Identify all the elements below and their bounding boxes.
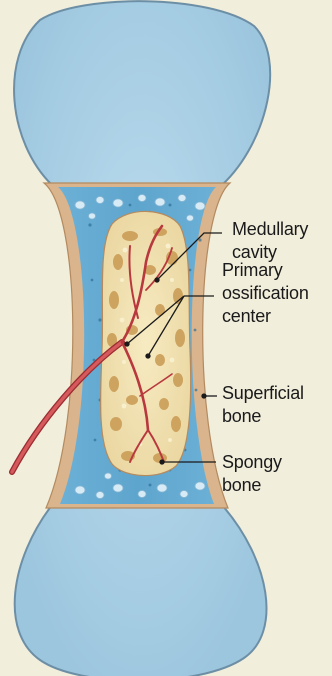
leader-spongy-dot [160, 460, 164, 464]
leader-primary-dot-b [146, 354, 150, 358]
label-line: bone [222, 405, 304, 428]
leader-superficial-dot [202, 394, 206, 398]
label-line: center [222, 305, 309, 328]
leader-medullary-dot [155, 278, 159, 282]
label-line: Medullary [232, 218, 308, 241]
label-line: ossification [222, 282, 309, 305]
label-superficial-bone: Superficial bone [222, 382, 304, 428]
label-spongy-bone: Spongy bone [222, 451, 282, 497]
label-primary-ossification-center: Primary ossification center [222, 259, 309, 328]
label-medullary-cavity: Medullary cavity [232, 218, 308, 264]
leader-primary-dot-a [125, 342, 129, 346]
label-line: Spongy [222, 451, 282, 474]
label-line: bone [222, 474, 282, 497]
label-line: Superficial [222, 382, 304, 405]
label-line: Primary [222, 259, 309, 282]
